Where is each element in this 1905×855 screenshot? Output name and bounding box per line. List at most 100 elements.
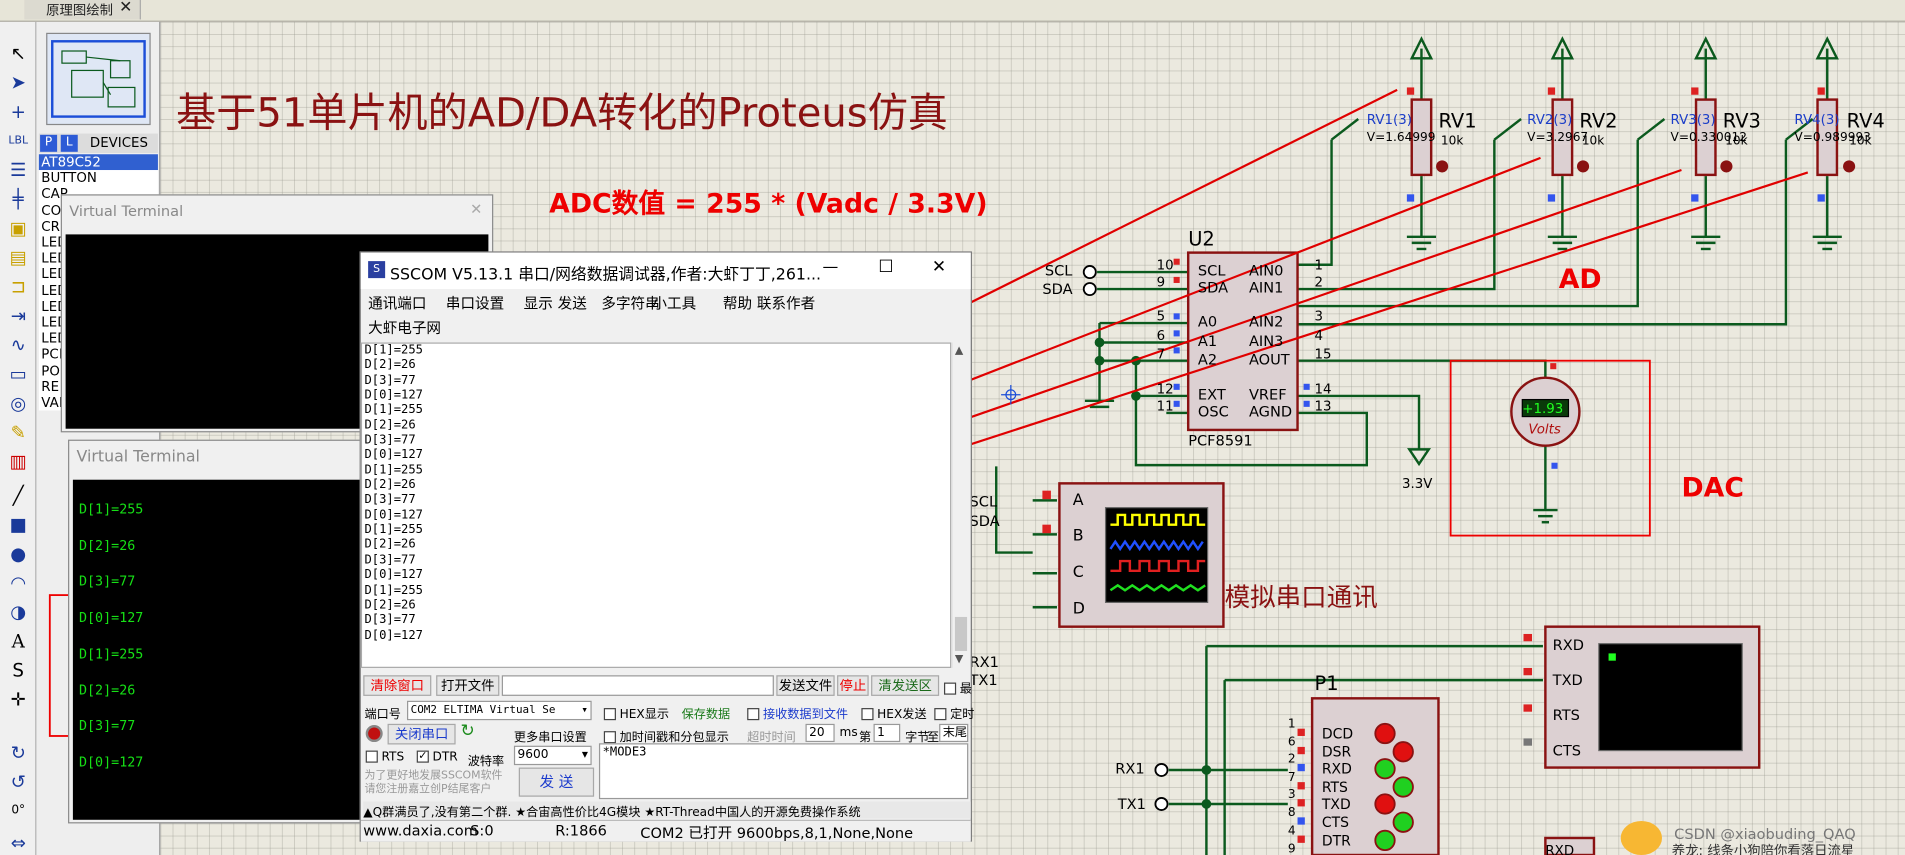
device-item[interactable]: CO: [41, 202, 62, 219]
library-button[interactable]: L: [60, 134, 78, 152]
minimize-icon[interactable]: —: [822, 258, 839, 277]
tape-tool-icon[interactable]: ∿: [10, 333, 26, 356]
tab-schematic[interactable]: 原理图绘制 ✕: [24, 0, 141, 20]
baud-dropdown-icon[interactable]: ▾: [581, 748, 589, 762]
device-item[interactable]: PCI: [41, 346, 63, 363]
symbol-tool-icon[interactable]: S: [12, 659, 25, 682]
rotate-cw-icon[interactable]: ↻: [10, 742, 26, 764]
timeout-input[interactable]: 20: [805, 723, 835, 743]
mirror-icon[interactable]: ⇔: [10, 831, 26, 854]
close-port-button[interactable]: 关闭串口: [387, 723, 456, 745]
open-file-button[interactable]: 打开文件: [436, 675, 500, 696]
clear-window-button[interactable]: 清除窗口: [363, 675, 432, 696]
rotate-ccw-icon[interactable]: ↺: [10, 771, 26, 794]
send-file-button[interactable]: 发送文件: [776, 675, 835, 696]
save-data-button[interactable]: 保存数据: [681, 708, 731, 722]
menu-item[interactable]: 通讯端口: [368, 295, 427, 313]
box-tool-icon[interactable]: ■: [9, 513, 27, 536]
subcircuit-icon[interactable]: ▣: [9, 217, 27, 240]
pick-device-button[interactable]: P: [40, 134, 58, 152]
serial-comm-label: 模拟串口通讯: [1224, 582, 1378, 613]
file-path-input[interactable]: [501, 675, 774, 696]
u2-pin-right: AIN1: [1248, 279, 1284, 297]
tab-close-icon[interactable]: ✕: [119, 0, 133, 18]
scroll-down-icon[interactable]: ▼: [954, 653, 964, 666]
receive-line: D[3]=77: [364, 553, 416, 567]
sscom-window[interactable]: S SSCOM V5.13.1 串口/网络数据调试器,作者:大虾丁丁,261..…: [359, 251, 974, 842]
port-select[interactable]: COM2 ELTIMA Virtual Se▾: [406, 700, 592, 721]
path-tool-icon[interactable]: ◑: [10, 601, 27, 624]
terminal-tool-icon[interactable]: ▤: [9, 246, 27, 269]
more-port-settings[interactable]: 更多串口设置: [513, 731, 587, 745]
menu-item[interactable]: 多字符串: [601, 295, 660, 313]
text-tool-icon[interactable]: A: [11, 630, 25, 653]
port-dropdown-icon[interactable]: ▾: [581, 704, 589, 717]
tab-title: 原理图绘制: [46, 2, 113, 19]
scroll-up-icon[interactable]: ▲: [954, 344, 964, 358]
probe-voltage-icon[interactable]: ◎: [10, 392, 27, 415]
device-item[interactable]: BUTTON: [41, 170, 97, 187]
probe-current-icon[interactable]: ✎: [10, 421, 26, 444]
rotation-angle-field[interactable]: 0°: [11, 803, 26, 818]
terminal-line: D[0]=127: [78, 754, 144, 770]
marker-tool-icon[interactable]: ✛: [10, 688, 26, 711]
circle-tool-icon[interactable]: ●: [10, 542, 27, 565]
receive-line: D[1]=255: [364, 523, 424, 537]
menu-daxia[interactable]: 大虾电子网: [368, 319, 442, 337]
vt1-close-icon[interactable]: ✕: [470, 200, 483, 218]
page-input[interactable]: 1: [873, 723, 901, 743]
terminal-pin: RTS: [1552, 706, 1580, 724]
timestamp-checkbox[interactable]: 加时间戳和分包显示: [603, 726, 729, 744]
end-select[interactable]: 末尾: [939, 723, 969, 743]
stop-button[interactable]: 停止: [837, 675, 869, 696]
overview-preview[interactable]: [46, 32, 151, 126]
recv-to-file-checkbox[interactable]: 接收数据到文件: [747, 703, 848, 721]
line-tool-icon[interactable]: ╱: [12, 484, 24, 507]
clear-send-button[interactable]: 清发送区: [871, 675, 940, 696]
arc-tool-icon[interactable]: ◠: [10, 572, 27, 594]
device-item[interactable]: CR: [41, 218, 60, 235]
send-button[interactable]: 发 送: [518, 767, 595, 797]
overview-map-icon: [51, 40, 146, 118]
instrument-icon[interactable]: ▥: [9, 450, 27, 473]
rts-checkbox[interactable]: RTS: [365, 750, 404, 764]
sun-emoji-icon: [1620, 820, 1663, 855]
sscom-title-bar[interactable]: S SSCOM V5.13.1 串口/网络数据调试器,作者:大虾丁丁,261..…: [360, 252, 971, 290]
menu-item[interactable]: 显示: [523, 295, 553, 313]
menu-item[interactable]: 联系作者: [756, 295, 816, 313]
text-script-icon[interactable]: ☰: [10, 159, 27, 181]
maximize-icon[interactable]: ☐: [878, 257, 894, 277]
menu-item[interactable]: 发送: [557, 295, 587, 313]
status-website[interactable]: www.daxia.com: [363, 822, 478, 840]
menu-item[interactable]: 小工具: [652, 295, 697, 313]
dtr-checkbox[interactable]: ✓DTR: [416, 750, 458, 764]
menu-item[interactable]: 串口设置: [445, 295, 505, 313]
menu-item[interactable]: 帮助: [722, 295, 753, 313]
device-item[interactable]: PO: [41, 362, 60, 379]
label-tool-icon[interactable]: LBL: [8, 134, 29, 147]
component-tool-icon[interactable]: ➤: [10, 71, 26, 94]
refresh-icon[interactable]: ↻: [460, 721, 475, 741]
scroll-thumb[interactable]: [954, 616, 968, 651]
pin-tool-icon[interactable]: ⊐: [10, 275, 26, 298]
generator-icon[interactable]: ▭: [9, 363, 27, 385]
hex-show-checkbox[interactable]: HEX显示: [603, 703, 669, 721]
receive-scrollbar[interactable]: ▲ ▼: [951, 342, 969, 668]
hex-send-checkbox[interactable]: HEX发送: [861, 703, 927, 721]
bus-tool-icon[interactable]: ╪: [12, 188, 24, 211]
timed-checkbox[interactable]: 定时: [934, 703, 974, 721]
send-input[interactable]: *MODE3: [598, 743, 969, 800]
baud-select[interactable]: 9600▾: [513, 745, 592, 766]
junction-tool-icon[interactable]: +: [10, 100, 26, 123]
device-item[interactable]: RE: [41, 378, 60, 395]
device-item[interactable]: AT89C52: [38, 154, 158, 171]
last-checkbox[interactable]: 最: [943, 678, 972, 696]
graph-tool-icon[interactable]: ⇥: [10, 304, 26, 327]
close-icon[interactable]: ✕: [931, 257, 947, 277]
vref-label: 3.3V: [1402, 476, 1433, 492]
device-item[interactable]: VAI: [41, 394, 63, 411]
select-tool-icon[interactable]: ↖: [10, 42, 26, 65]
